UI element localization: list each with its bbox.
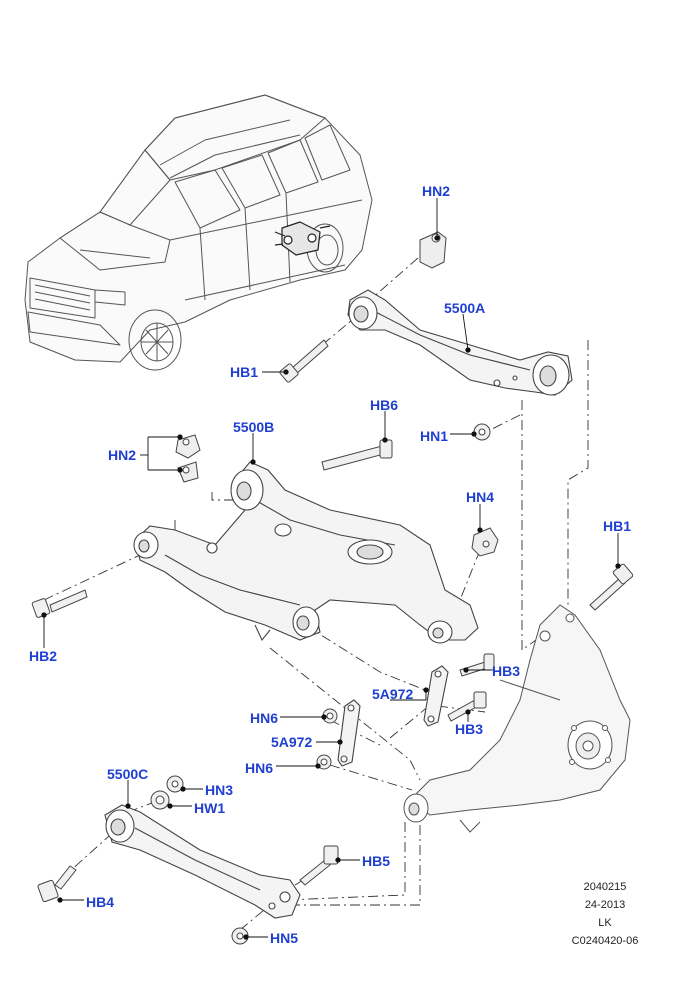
callout-hb3-top[interactable]: HB3 [492, 663, 521, 679]
callout-5500a[interactable]: 5500A [444, 300, 486, 316]
callout-hb1-left[interactable]: HB1 [230, 364, 259, 380]
subframe-5500B [133, 461, 479, 644]
callout-hb3-bottom[interactable]: HB3 [455, 721, 484, 737]
callout-hn4[interactable]: HN4 [466, 489, 495, 505]
callout-hn5[interactable]: HN5 [270, 930, 299, 946]
callout-hb2[interactable]: HB2 [29, 648, 58, 664]
footer-ref-number: 2040215 [583, 881, 627, 893]
clip-hn2-top [419, 231, 447, 269]
links-5A972 [337, 665, 449, 767]
upper-arm-5500A [347, 289, 573, 396]
vehicle-illustration [24, 94, 373, 371]
footer-illustration-code: C0240420-06 [571, 935, 639, 947]
callout-hn1[interactable]: HN1 [420, 428, 449, 444]
callout-leaders [41, 198, 621, 940]
callout-5500b[interactable]: 5500B [233, 419, 275, 435]
footer-date-code: 24-2013 [584, 899, 626, 911]
clip-hn2-left [175, 434, 201, 483]
callout-hb1-right[interactable]: HB1 [603, 518, 632, 534]
nut-graphics [150, 423, 491, 945]
callout-hn6-top[interactable]: HN6 [250, 710, 279, 726]
knuckle [403, 604, 631, 833]
callout-5500c[interactable]: 5500C [107, 766, 149, 782]
footer-model-code: LK [598, 917, 612, 929]
callout-hn6-bottom[interactable]: HN6 [245, 760, 274, 776]
callout-hn2-top[interactable]: HN2 [422, 183, 451, 199]
callout-hn3[interactable]: HN3 [205, 782, 234, 798]
callout-hb5[interactable]: HB5 [362, 853, 391, 869]
callout-hb4[interactable]: HB4 [86, 894, 115, 910]
callout-hb6[interactable]: HB6 [370, 397, 399, 413]
callout-5a972-bottom[interactable]: 5A972 [271, 734, 313, 750]
callout-hn2-left[interactable]: HN2 [108, 447, 137, 463]
callout-5a972-top[interactable]: 5A972 [372, 686, 414, 702]
bolt-graphics [31, 339, 634, 903]
lower-arm-5500C [104, 804, 301, 919]
bracket-hn4 [471, 527, 499, 557]
callout-hw1[interactable]: HW1 [194, 800, 226, 816]
